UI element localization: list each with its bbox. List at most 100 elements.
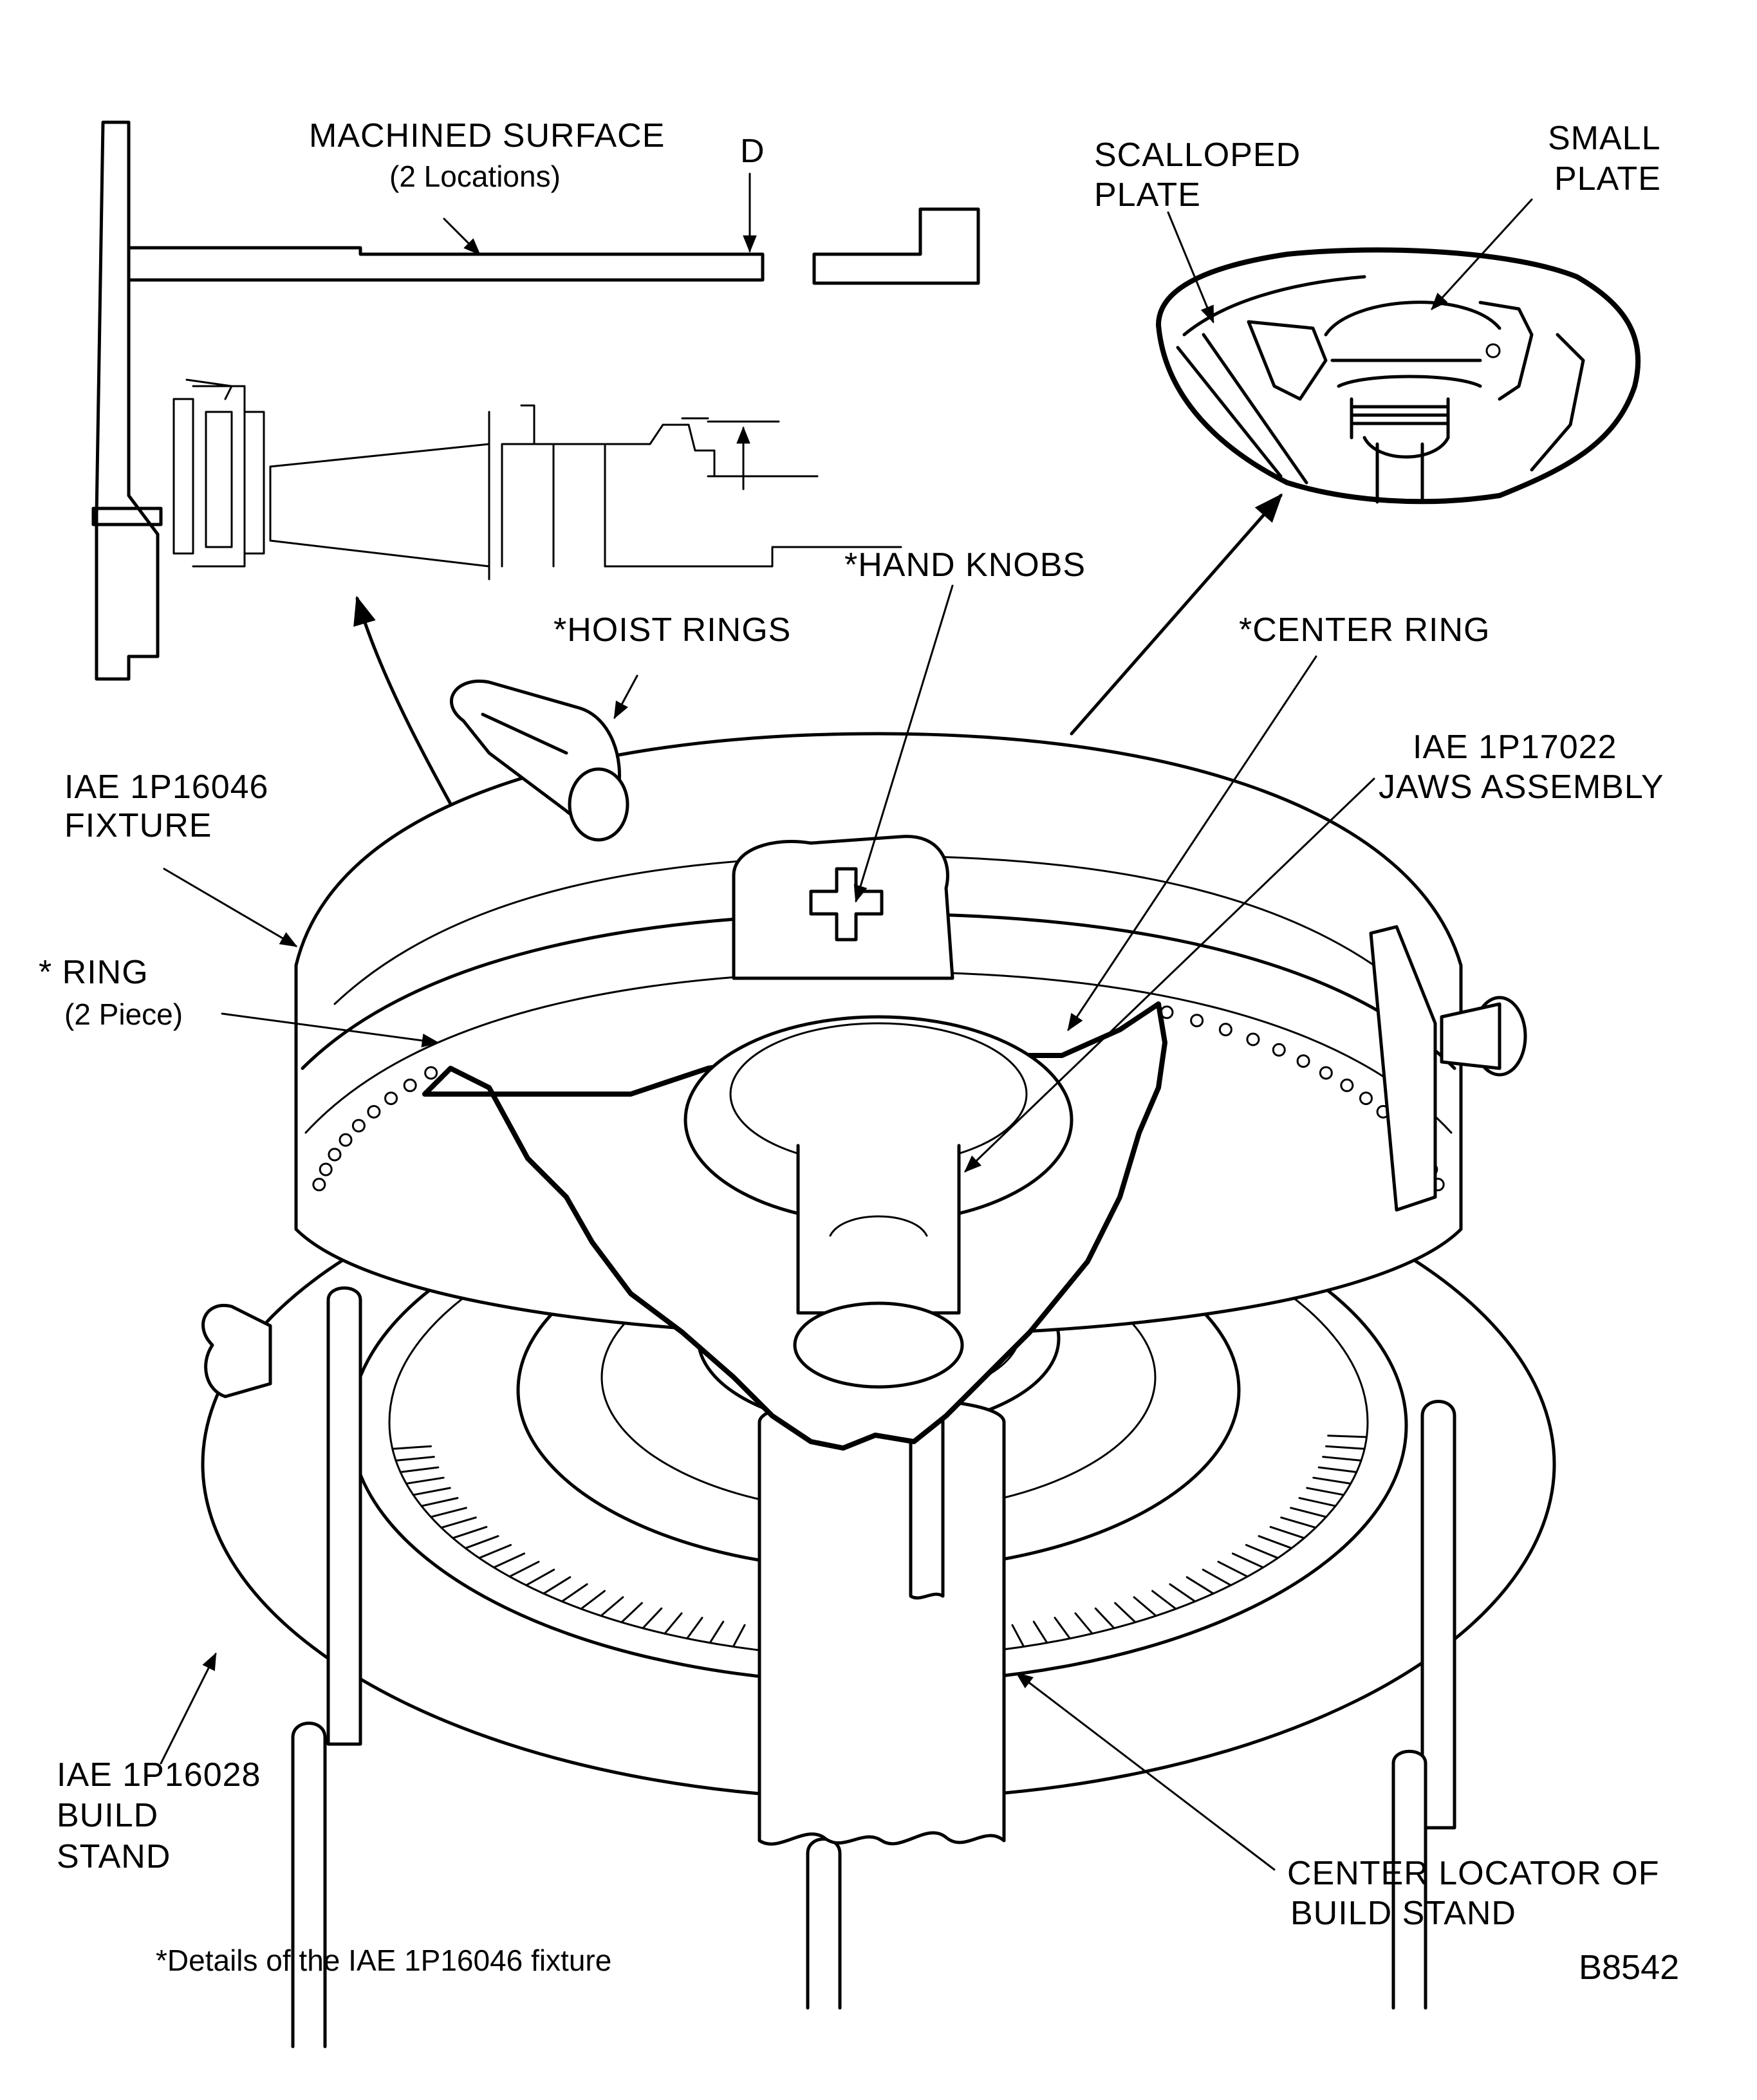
section-wall <box>95 120 160 681</box>
fixture-hole <box>1190 1014 1204 1028</box>
stand-tooth <box>1322 1456 1362 1462</box>
stand-tooth <box>525 1568 555 1586</box>
stand-tooth <box>1011 1624 1025 1648</box>
stand-tooth <box>732 1624 746 1648</box>
hand-knob-icon <box>809 867 884 942</box>
stand-tooth <box>1280 1516 1317 1529</box>
fixture-hole <box>1272 1043 1286 1057</box>
stand-teeth <box>391 1435 1368 1648</box>
stand-tooth <box>543 1576 572 1595</box>
stand-tooth <box>1231 1552 1265 1569</box>
hoist-rings-label: *HOIST RINGS <box>553 611 791 649</box>
fixture-hole <box>351 1119 366 1133</box>
build-stand-label-2: BUILD <box>57 1797 158 1834</box>
stand-post-4 <box>1391 1749 1427 1991</box>
fixture-hole <box>424 1066 438 1080</box>
jaws-bore <box>793 1301 964 1389</box>
footnote: *Details of the IAE 1P16046 fixture <box>156 1944 611 1977</box>
stand-tooth <box>1269 1526 1305 1539</box>
center-locator <box>758 1397 1006 1846</box>
hand-knobs-label: *HAND KNOBS <box>844 546 1086 584</box>
jaws-assembly-label: IAE 1P17022 <box>1413 729 1617 766</box>
section-foot <box>91 506 163 526</box>
jaws-step <box>829 1215 928 1237</box>
stand-tooth <box>1306 1487 1345 1496</box>
stand-tooth <box>1094 1607 1115 1630</box>
stand-tooth <box>686 1617 703 1640</box>
fixture-body <box>201 680 1527 1451</box>
hand-knobs-leader <box>853 584 954 903</box>
machined-surface-sublabel: (2 Locations) <box>389 160 561 193</box>
stand-tooth <box>1169 1583 1196 1603</box>
small-plate-leader <box>1431 198 1533 310</box>
stand-tooth <box>600 1596 624 1617</box>
right-flange-stub <box>812 207 980 285</box>
stand-tooth <box>1202 1568 1232 1586</box>
stand-tooth <box>642 1607 663 1630</box>
stand-tooth <box>1032 1621 1048 1644</box>
center-locator-label: CENTER LOCATOR OF <box>1287 1855 1659 1892</box>
ring-label: * RING <box>39 954 149 991</box>
fixture-hole <box>328 1148 342 1162</box>
stand-tooth <box>1185 1576 1214 1595</box>
stand-posts <box>291 1286 1456 2049</box>
stand-tooth <box>492 1552 526 1569</box>
center-ring-leader <box>1067 655 1317 1032</box>
seal-assembly <box>172 378 265 568</box>
stand-tooth <box>1217 1561 1249 1578</box>
stand-tooth <box>664 1612 683 1635</box>
section-view <box>91 120 980 681</box>
center-locator-leader <box>1015 1672 1276 1871</box>
stand-tooth <box>1327 1435 1368 1438</box>
stand-tooth <box>709 1621 725 1644</box>
center-locator-label-2: BUILD STAND <box>1290 1895 1516 1932</box>
stand-tooth <box>580 1590 606 1610</box>
jaws-assembly-label-2: JAWS ASSEMBLY <box>1379 768 1664 806</box>
stand-tooth <box>1317 1466 1358 1473</box>
fixture-hole <box>384 1092 398 1106</box>
small-plate-label: SMALL <box>1548 120 1661 157</box>
fixture-label: IAE 1P16046 <box>64 768 268 806</box>
hoist-ring <box>450 680 629 842</box>
stand-tooth <box>395 1456 435 1462</box>
center-ring-label: *CENTER RING <box>1239 611 1490 649</box>
detail-internals <box>1176 275 1585 504</box>
stand-tooth <box>1258 1535 1293 1550</box>
scalloped-plate-label: SCALLOPED <box>1094 136 1301 174</box>
stand-tooth <box>620 1602 643 1624</box>
stand-tooth <box>1312 1476 1352 1485</box>
build-stand-label: IAE 1P16028 <box>57 1756 261 1794</box>
ring-leader <box>221 1012 440 1048</box>
stand-tooth <box>1298 1497 1337 1507</box>
build-stand-leader <box>160 1652 217 1765</box>
detail-bolt-hole <box>1485 343 1501 358</box>
fixture-leader <box>163 868 298 947</box>
stand-tooth <box>1245 1544 1279 1559</box>
jaws-assembly-leader <box>964 777 1375 1173</box>
stand-tooth <box>391 1445 432 1450</box>
plate-detail-view <box>1156 247 1641 505</box>
stand-post-5 <box>806 1837 842 2010</box>
stand-tooth <box>561 1583 588 1603</box>
stand-tooth <box>405 1476 445 1485</box>
stand-tooth <box>440 1516 477 1529</box>
left-side-lug <box>201 1304 272 1398</box>
leader-lines <box>160 584 1375 1871</box>
stand-tooth <box>1114 1602 1137 1624</box>
stand-tooth <box>412 1487 451 1496</box>
fixture-hole <box>367 1104 381 1119</box>
stand-tooth <box>1325 1445 1366 1450</box>
stand-post-2 <box>291 1722 327 2049</box>
scalloped-plate-leader <box>1167 211 1214 324</box>
fixture-hole <box>403 1078 417 1092</box>
stand-post-3 <box>1420 1400 1456 1830</box>
figure-id: B8542 <box>1579 1948 1679 1987</box>
fixture-hole <box>319 1162 333 1176</box>
shaft-cone <box>269 404 902 581</box>
dimension-marker <box>707 420 819 490</box>
fixture-hole <box>1359 1092 1373 1106</box>
stand-tooth <box>1074 1612 1093 1635</box>
fixture-hole <box>1246 1032 1260 1046</box>
build-stand-label-3: STAND <box>57 1838 171 1875</box>
